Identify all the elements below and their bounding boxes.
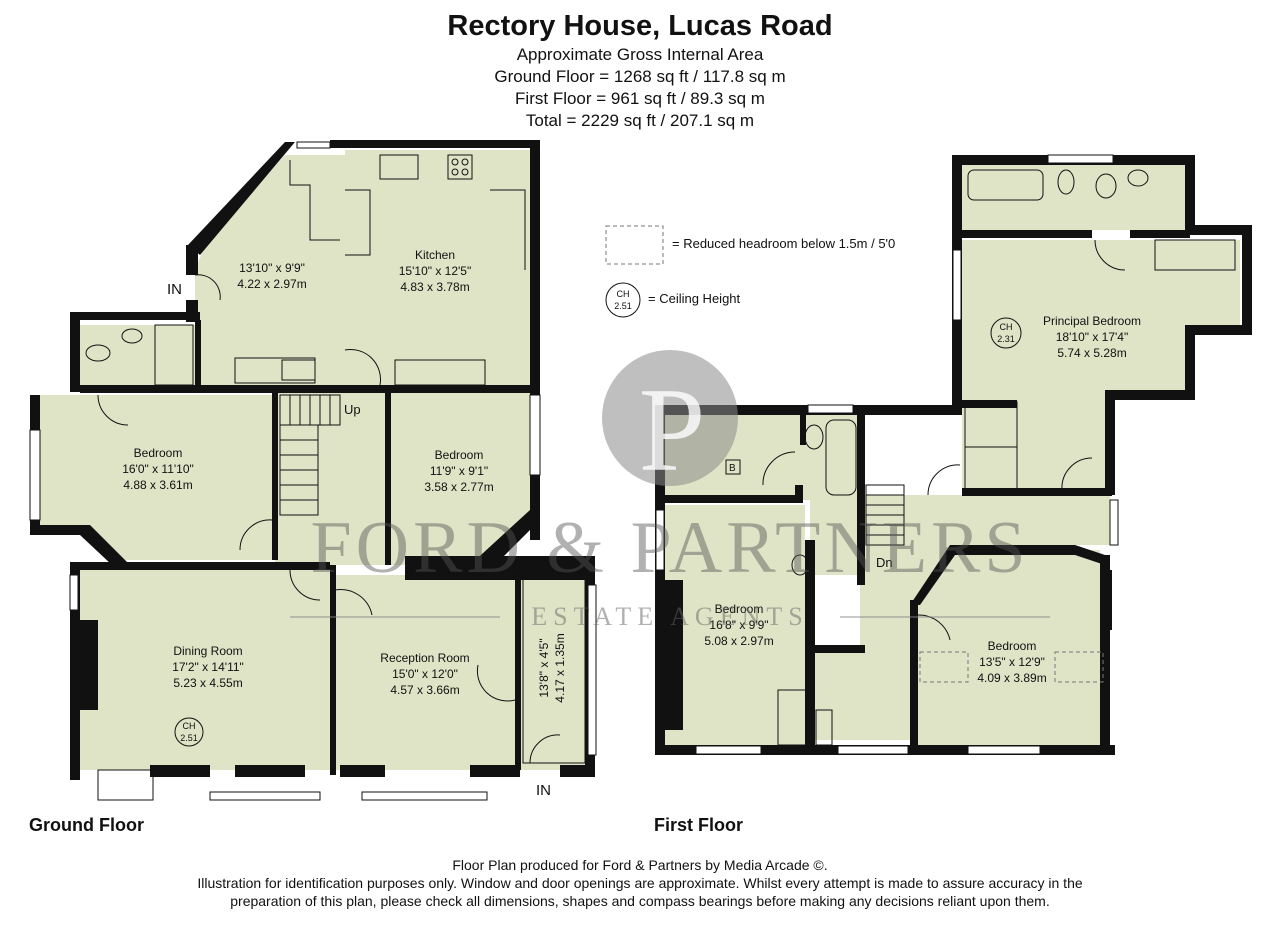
west-bedroom-label: Bedroom 16'0" x 11'10" 4.88 x 3.61m (122, 446, 194, 492)
ground-entrance-top-label: IN (167, 281, 182, 298)
first-west-bedroom-label: Bedroom 16'8" x 9'9" 5.08 x 2.97m (704, 602, 773, 648)
kitchen-name: Kitchen (415, 248, 455, 262)
first-east-bedroom-area (915, 550, 1100, 745)
first-east-bedroom-name: Bedroom (988, 639, 1037, 653)
first-east-bedroom-label: Bedroom 13'5" x 12'9" 4.09 x 3.89m (977, 639, 1046, 685)
principal-bedroom-area (962, 240, 1240, 490)
principal-bedroom-label: Principal Bedroom 18'10" x 17'4" 5.74 x … (990, 314, 1141, 360)
first-floor-label: First Floor (654, 815, 743, 835)
plan-legend: = Reduced headroom below 1.5m / 5'0 CH 2… (605, 225, 895, 318)
principal-bedroom-dims-metric: 5.74 x 5.28m (1057, 346, 1126, 360)
reduced-headroom-swatch (605, 225, 664, 265)
first-floor-windows (655, 154, 1119, 755)
porch-dims-metric: 4.17 x 1.35m (553, 633, 567, 702)
hall-area (275, 390, 385, 565)
footer-disclaimer-1: Illustration for identification purposes… (197, 875, 1083, 891)
ceiling-height-symbol (605, 282, 641, 318)
reception-room-label: Reception Room 15'0" x 12'0" 4.57 x 3.66… (380, 651, 469, 697)
area-heading: Approximate Gross Internal Area (516, 45, 764, 64)
first-floor-plan: Principal Bedroom 18'10" x 17'4" 5.74 x … (655, 154, 1252, 755)
shower-room-fittings (85, 324, 194, 386)
principal-bedroom-dims-imperial: 18'10" x 17'4" (1056, 330, 1129, 344)
first-west-bedroom-dims-imperial: 16'8" x 9'9" (709, 618, 768, 632)
dining-room-name: Dining Room (173, 644, 242, 658)
ground-floor-walls (30, 140, 595, 780)
first-west-bedroom-name: Bedroom (715, 602, 764, 616)
principal-ch-label: CH (1000, 322, 1013, 332)
ground-stairs-up-label: Up (344, 402, 361, 417)
legend-ch-value: 2.51 (614, 301, 632, 311)
reception-room-dims-metric: 4.57 x 3.66m (390, 683, 459, 697)
watermark-logo-letter: P (639, 363, 706, 496)
reception-room-dims-imperial: 15'0" x 12'0" (392, 667, 458, 681)
dining-room-dims-imperial: 17'2" x 14'11" (172, 660, 244, 674)
east-bedroom-name: Bedroom (435, 448, 484, 462)
first-east-bedroom-dims-imperial: 13'5" x 12'9" (979, 655, 1045, 669)
dining-room-area (80, 570, 330, 770)
dining-ch-label: CH (183, 721, 196, 731)
principal-ceiling-height-badge (990, 317, 1022, 349)
kitchen-dims-imperial: 15'10" x 12'5" (399, 264, 472, 278)
west-bedroom-dims-metric: 4.88 x 3.61m (123, 478, 192, 492)
first-west-bedroom-dims-metric: 5.08 x 2.97m (704, 634, 773, 648)
ground-floor-plan: 13'10" x 9'9" 4.22 x 2.97m Kitchen 15'10… (29, 140, 597, 801)
west-bedroom-dims-imperial: 16'0" x 11'10" (122, 462, 194, 476)
watermark-logo-circle (602, 350, 738, 486)
porch-dims-imperial: 13'8" x 4'5" (537, 638, 551, 697)
kitchen-area (345, 150, 530, 385)
reception-room-name: Reception Room (380, 651, 469, 665)
boiler-label: B (729, 463, 736, 474)
dining-room-dims-metric: 5.23 x 4.55m (173, 676, 242, 690)
landing-area (810, 495, 1110, 740)
ground-floor-doors (97, 274, 561, 801)
east-bedroom-dims-imperial: 11'9" x 9'1" (430, 464, 488, 478)
breakfast-room-dims-metric: 4.22 x 2.97m (237, 277, 306, 291)
east-bedroom-dims-metric: 3.58 x 2.77m (424, 480, 493, 494)
first-east-bedroom-dims-metric: 4.09 x 3.89m (977, 671, 1046, 685)
breakfast-room-label: 13'10" x 9'9" 4.22 x 2.97m (237, 261, 306, 291)
principal-bedroom-name: Principal Bedroom (1043, 314, 1141, 328)
ground-floor-stairs (279, 394, 586, 764)
west-bedroom-area (40, 395, 275, 560)
ground-floor-windows (29, 141, 597, 801)
ground-entrance-bottom-label: IN (536, 782, 551, 799)
porch-area (520, 570, 590, 770)
dining-room-label: Dining Room 17'2" x 14'11" 5.23 x 4.55m … (172, 644, 244, 747)
reception-room-area (335, 575, 520, 770)
breakfast-room-dims-imperial: 13'10" x 9'9" (239, 261, 305, 275)
ceiling-height-text: = Ceiling Height (648, 291, 741, 306)
ground-floor-label: Ground Floor (29, 815, 144, 835)
footer-credit: Floor Plan produced for Ford & Partners … (452, 857, 828, 873)
porch-label: 13'8" x 4'5" 4.17 x 1.35m (537, 633, 567, 702)
first-floor-area: First Floor = 961 sq ft / 89.3 sq m (515, 89, 765, 108)
kitchen-fittings (234, 154, 526, 386)
bathroom-principal-area (962, 165, 1185, 230)
total-area: Total = 2229 sq ft / 207.1 sq m (525, 111, 755, 130)
first-floor-doors (762, 239, 1126, 641)
reduced-headroom-zones (919, 651, 1104, 683)
east-bedroom-label: Bedroom 11'9" x 9'1" 3.58 x 2.77m (424, 448, 493, 494)
footer-disclaimer-2: preparation of this plan, please check a… (230, 893, 1050, 909)
watermark-tagline: ESTATE AGENTS (531, 602, 808, 631)
kitchen-label: Kitchen 15'10" x 12'5" 4.83 x 3.78m (399, 248, 472, 294)
first-stairs-down-label: Dn (876, 555, 893, 570)
principal-ch-value: 2.31 (997, 334, 1015, 344)
family-bathroom-area (800, 415, 860, 500)
dining-ceiling-height-badge (174, 717, 204, 747)
agent-watermark: P FORD & PARTNERS ESTATE AGENTS (290, 350, 1050, 631)
first-floor-fittings (725, 169, 1236, 746)
legend-ch-label: CH (617, 289, 630, 299)
ground-floor-area: Ground Floor = 1268 sq ft / 117.8 sq m (494, 67, 786, 86)
dining-ch-value: 2.51 (180, 733, 198, 743)
kitchen-dims-metric: 4.83 x 3.78m (400, 280, 469, 294)
watermark-brand: FORD & PARTNERS (310, 507, 1029, 589)
west-bedroom-name: Bedroom (134, 446, 183, 460)
east-bedroom-area (390, 390, 530, 565)
shower-room-area (80, 325, 195, 385)
first-west-bedroom-area (665, 505, 805, 745)
reduced-headroom-text: = Reduced headroom below 1.5m / 5'0 (672, 236, 895, 251)
breakfast-room-area (195, 155, 345, 385)
plan-title: Rectory House, Lucas Road (447, 10, 833, 42)
